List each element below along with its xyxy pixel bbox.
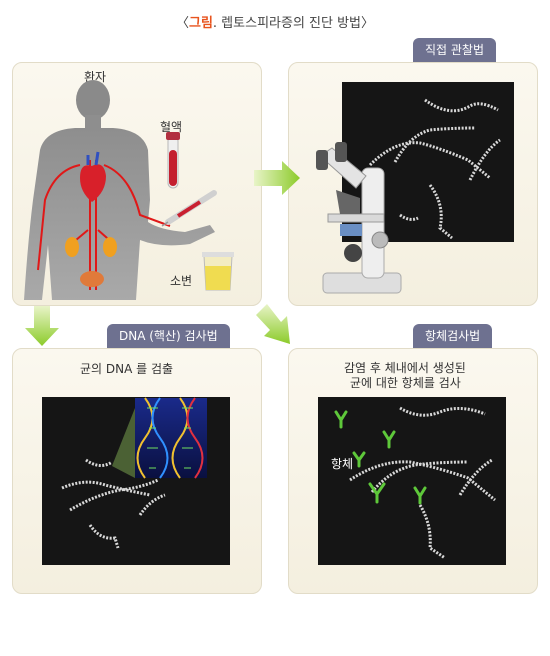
- urine-label: 소변: [170, 274, 193, 288]
- antibody-description-line1: 감염 후 체내에서 생성된: [344, 361, 466, 375]
- heart-icon: [80, 151, 106, 202]
- bacteria-dna-icon: [61, 458, 166, 549]
- bladder-icon: [80, 271, 104, 287]
- dna-description: 균의 DNA 를 검출: [80, 362, 174, 376]
- direct-observation-tag: 직접 관찰법: [413, 38, 497, 62]
- magnify-cone-icon: [112, 408, 135, 478]
- antibody-description-line2: 균에 대한 항체를 검사: [350, 376, 461, 390]
- dna-test-tag: DNA (핵산) 검사법: [107, 324, 230, 348]
- title-bracket: 〈: [175, 16, 189, 31]
- blood-tube-icon: [166, 132, 180, 189]
- antibody-test-tag: 항체검사법: [413, 324, 493, 348]
- bacteria-antibody-icon: [349, 406, 496, 560]
- syringe-icon: [161, 190, 217, 227]
- antibody-micrograph: [318, 397, 506, 565]
- arrow-to-direct-icon: [254, 161, 300, 195]
- antibody-y-icon: [334, 410, 427, 505]
- figure-title: 〈그림. 렙토스피라증의 진단 방법〉: [0, 12, 550, 31]
- bacteria-direct-icon: [368, 98, 501, 240]
- human-silhouette-icon: [24, 80, 215, 300]
- urine-cup-icon: [202, 252, 234, 291]
- blood-label: 혈액: [160, 120, 183, 134]
- microscope-icon: [316, 142, 402, 294]
- arrow-to-dna-icon: [25, 306, 59, 346]
- antibody-label: 항체: [331, 457, 354, 471]
- title-accent: 그림: [189, 16, 213, 31]
- title-text: . 렙토스피라증의 진단 방법〉: [212, 16, 375, 31]
- dna-helix-icon: [135, 397, 207, 479]
- kidney-icon: [65, 237, 117, 257]
- arrow-to-antibody-icon: [256, 304, 290, 344]
